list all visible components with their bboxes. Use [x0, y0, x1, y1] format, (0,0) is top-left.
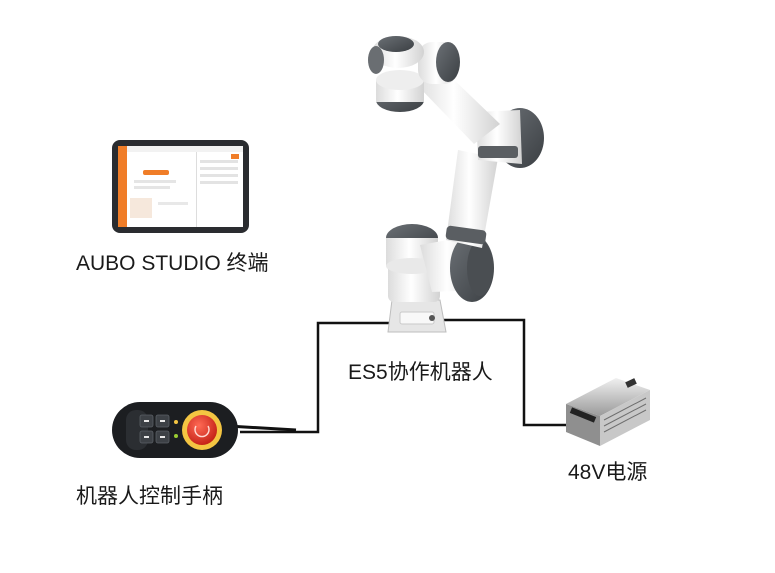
- power-supply-icon: [566, 378, 650, 446]
- pendant-icon: [112, 402, 297, 458]
- robot-label: ES5协作机器人: [348, 361, 493, 384]
- robot-arm-icon: [368, 36, 544, 333]
- power-label: 48V电源: [568, 461, 648, 484]
- tablet-icon: [112, 140, 249, 233]
- cable-pendant-to-robot: [240, 321, 440, 434]
- cable-robot-to-power: [440, 318, 576, 427]
- terminal-label: AUBO STUDIO 终端: [76, 252, 269, 275]
- pendant-label: 机器人控制手柄: [76, 485, 223, 508]
